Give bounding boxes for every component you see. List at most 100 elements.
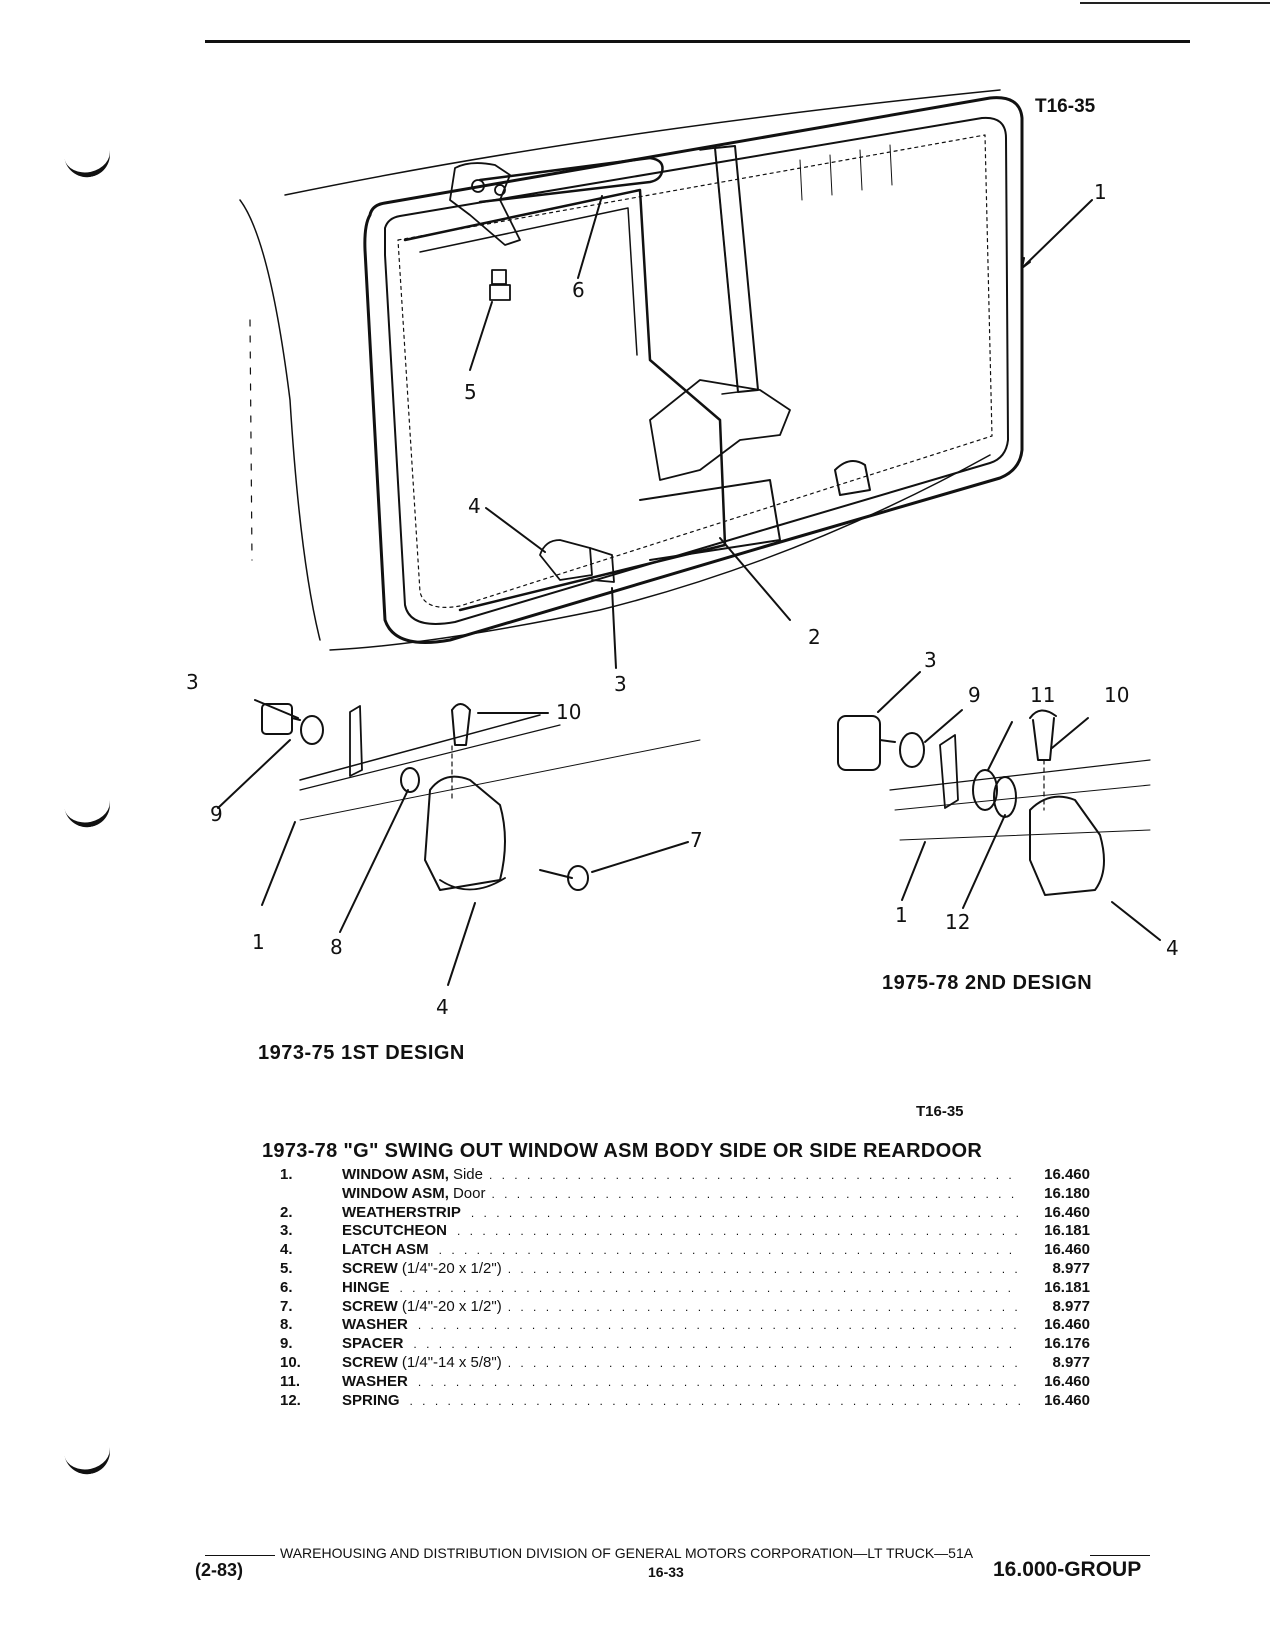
footer-rule-left [205,1555,275,1556]
item-name: ESCUTCHEON [342,1222,448,1240]
callout-first-8: 8 [330,935,343,959]
callout-5: 5 [464,380,477,404]
binder-mark-bottom [63,1442,115,1479]
item-group: 16.460 [1044,1316,1090,1334]
item-group: 16.180 [1044,1184,1090,1202]
leader-dots [457,1224,1020,1238]
item-number: 4. [280,1241,293,1259]
item-name: LATCH ASM [342,1241,429,1259]
item-number: 8. [280,1316,293,1334]
footer-date-code: (2-83) [195,1560,244,1580]
item-name: SCREW [342,1259,398,1277]
list-item: 7. SCREW (1/4"-20 x 1/2") 8.977 [270,1298,1090,1317]
parts-ref: T16-35 [916,1103,964,1120]
leader-dots [471,1206,1020,1220]
list-item: 6. HINGE 16.181 [270,1279,1090,1298]
list-item: 10. SCREW (1/4"-14 x 5/8") 8.977 [270,1354,1090,1373]
window-assembly-illustration [217,89,1161,986]
item-number: 11. [280,1372,301,1390]
callout-second-9: 9 [968,683,981,707]
item-name: SCREW [342,1353,398,1371]
design-label-first: 1973-75 1ST DESIGN [258,1042,465,1064]
leader-dots [413,1337,1020,1351]
item-name: WASHER [342,1316,408,1334]
item-name: HINGE [342,1278,390,1296]
callout-second-12: 12 [945,910,971,934]
list-item: 8. WASHER 16.460 [270,1316,1090,1335]
leader-dots [418,1318,1020,1332]
item-group: 8.977 [1052,1259,1090,1277]
list-item: 12. SPRING 16.460 [270,1392,1090,1411]
callout-second-1: 1 [895,903,908,927]
list-item: WINDOW ASM, Door 16.180 [270,1185,1090,1204]
item-name: WINDOW ASM, [342,1166,449,1183]
item-group: 16.176 [1044,1335,1090,1353]
footer-group-code: 16.000-GROUP [993,1558,1142,1581]
leader-dots [400,1281,1020,1295]
list-item: 1. WINDOW ASM, Side 16.460 [270,1166,1090,1185]
item-detail: Side [452,1166,483,1183]
footer-publisher-line: WAREHOUSING AND DISTRIBUTION DIVISION OF… [280,1545,974,1561]
design-label-second: 1975-78 2ND DESIGN [882,972,1093,994]
callout-1: 1 [1094,180,1107,204]
item-group: 8.977 [1052,1297,1090,1315]
item-number: 9. [280,1335,293,1353]
item-detail: (1/4"-14 x 5/8") [401,1353,502,1371]
footer-page-number: 16-33 [648,1564,684,1580]
item-group: 16.460 [1044,1372,1090,1390]
callout-first-3: 3 [186,670,199,694]
item-group: 16.460 [1044,1391,1090,1409]
parts-title: 1973-78 "G" SWING OUT WINDOW ASM BODY SI… [262,1140,983,1162]
leader-dots [439,1243,1020,1257]
item-name: SPRING [342,1391,400,1409]
callout-second-11: 11 [1030,683,1056,707]
list-item: 3. ESCUTCHEON 16.181 [270,1222,1090,1241]
leader-dots [491,1187,1020,1201]
leader-dots [410,1394,1020,1408]
leader-dots [508,1356,1020,1370]
item-name: SCREW [342,1297,398,1315]
figure-ref-top: T16-35 [1035,96,1096,117]
item-group: 16.460 [1044,1203,1090,1221]
item-name: WEATHERSTRIP [342,1203,461,1221]
item-detail: Door [452,1184,486,1202]
callout-first-9: 9 [210,802,223,826]
item-number: 2. [280,1203,293,1221]
item-group: 16.181 [1044,1278,1090,1296]
footer-rule-right [1090,1555,1150,1556]
item-number: 1. [280,1166,293,1183]
callout-3: 3 [614,672,627,696]
parts-list: 1. WINDOW ASM, Side 16.460 WINDOW ASM, D… [270,1166,1090,1410]
list-item: 2. WEATHERSTRIP 16.460 [270,1204,1090,1223]
item-number: 5. [280,1259,293,1277]
item-number: 12. [280,1391,301,1409]
leader-dots [418,1375,1020,1389]
list-item: 9. SPACER 16.176 [270,1335,1090,1354]
item-name: SPACER [342,1335,404,1353]
item-name: WINDOW ASM, [342,1184,449,1202]
list-item: 4. LATCH ASM 16.460 [270,1241,1090,1260]
item-group: 8.977 [1052,1353,1090,1371]
item-number: 3. [280,1222,293,1240]
item-detail: (1/4"-20 x 1/2") [401,1297,502,1315]
list-item: 11. WASHER 16.460 [270,1373,1090,1392]
callout-4: 4 [468,494,481,518]
item-group: 16.181 [1044,1222,1090,1240]
item-number: 7. [280,1297,293,1315]
item-group: 16.460 [1044,1241,1090,1259]
item-number: 10. [280,1353,301,1371]
top-edge-rule [1080,2,1270,4]
item-number: 6. [280,1278,293,1296]
list-item: 5. SCREW (1/4"-20 x 1/2") 8.977 [270,1260,1090,1279]
callout-second-4: 4 [1166,936,1179,960]
callout-first-7: 7 [690,828,703,852]
callout-first-10: 10 [556,700,582,724]
callout-first-4: 4 [436,995,449,1019]
item-detail: (1/4"-20 x 1/2") [401,1259,502,1277]
callout-first-1: 1 [252,930,265,954]
item-group: 16.460 [1044,1166,1090,1183]
leader-dots [489,1168,1020,1182]
leader-dots [508,1262,1020,1276]
callout-2: 2 [808,625,821,649]
callout-6: 6 [572,278,585,302]
